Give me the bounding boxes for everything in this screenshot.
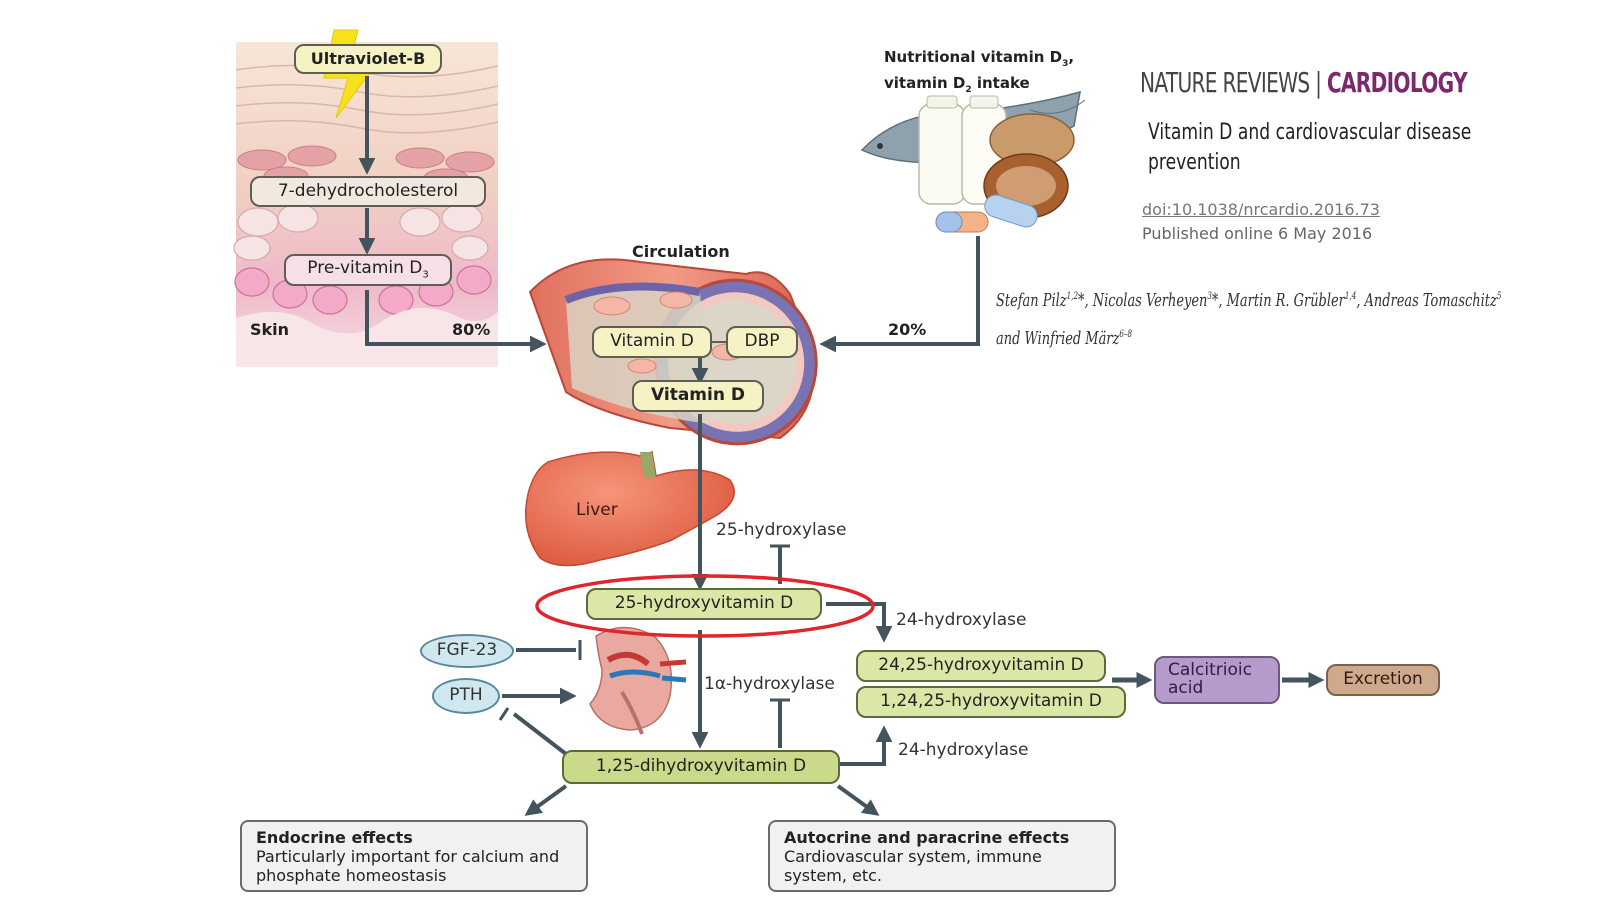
autocrine-text: Cardiovascular system, immune system, et…	[784, 847, 1042, 885]
published-date: Published online 6 May 2016	[1142, 224, 1373, 243]
pth-oval: PTH	[432, 678, 500, 714]
liver-illustration	[525, 451, 735, 567]
highlight-ellipse	[535, 574, 875, 638]
blood-vessel-illustration	[528, 258, 818, 446]
enzyme-24-hydroxylase-top: 24-hydroxylase	[896, 610, 1027, 630]
kidney-illustration	[589, 626, 687, 735]
author-list: Stefan Pilz1,2*, Nicolas Verheyen3*, Mar…	[996, 290, 1502, 349]
dbp-label: DBP	[744, 331, 780, 352]
liver-label: Liver	[576, 500, 618, 520]
journal-name: NATURE REVIEWS	[1140, 66, 1310, 99]
article-title: Vitamin D and cardiovascular disease pre…	[1148, 120, 1472, 175]
calcitroic-acid-box: Calcitrioic acid	[1154, 656, 1280, 704]
journal-section: CARDIOLOGY	[1326, 66, 1468, 99]
vitamin-d-free-label: Vitamin D	[651, 385, 745, 406]
previtamin-box: Pre-vitamin D3	[284, 254, 452, 286]
uvb-label: Ultraviolet-B	[310, 48, 426, 68]
hydroxyvitamin-2425-box: 24,25-hydroxyvitamin D	[856, 650, 1106, 682]
excretion-label: Excretion	[1343, 669, 1423, 690]
dehydrocholesterol-box: 7-dehydrocholesterol	[250, 176, 486, 207]
dihydroxyvitamin-box: 1,25-dihydroxyvitamin D	[562, 750, 840, 784]
calcitroic-acid-label: Calcitrioic acid	[1168, 660, 1252, 698]
autocrine-title: Autocrine and paracrine effects	[784, 828, 1070, 847]
fgf23-label: FGF-23	[436, 640, 498, 661]
article-doi[interactable]: doi:10.1038/nrcardio.2016.73	[1142, 200, 1380, 219]
skin-label: Skin	[250, 320, 290, 339]
vitamin-d-free-box: Vitamin D	[632, 380, 764, 412]
hydroxyvitamin-2425-label: 24,25-hydroxyvitamin D	[878, 655, 1084, 676]
endocrine-text: Particularly important for calcium and p…	[256, 847, 560, 885]
hydroxyvitamin-12425-box: 1,24,25-hydroxyvitamin D	[856, 686, 1126, 718]
circulation-title: Circulation	[632, 242, 730, 261]
journal-header: NATURE REVIEWS | CARDIOLOGY	[1140, 66, 1468, 99]
intake-percent: 20%	[888, 320, 927, 339]
enzyme-25-hydroxylase: 25-hydroxylase	[716, 520, 847, 540]
fgf23-oval: FGF-23	[420, 634, 514, 668]
previtamin-label: Pre-vitamin D3	[307, 257, 429, 280]
uvb-box: Ultraviolet-B	[294, 44, 442, 74]
binding-connector	[712, 341, 726, 343]
pth-label: PTH	[449, 685, 483, 706]
enzyme-1a-hydroxylase: 1α-hydroxylase	[704, 674, 835, 694]
vitamin-d-bound-label: Vitamin D	[610, 331, 694, 352]
hydroxyvitamin-25-label: 25-hydroxyvitamin D	[614, 593, 794, 614]
skin-percent: 80%	[452, 320, 491, 339]
intake-title: Nutritional vitamin D3, vitamin D2 intak…	[884, 48, 1075, 95]
hydroxyvitamin-12425-label: 1,24,25-hydroxyvitamin D	[880, 691, 1102, 712]
dihydroxyvitamin-label: 1,25-dihydroxyvitamin D	[595, 756, 807, 777]
dehydrocholesterol-label: 7-dehydrocholesterol	[277, 180, 459, 201]
food-illustration	[860, 90, 1086, 233]
pathway-arrows	[358, 76, 980, 816]
autocrine-effects-box: Autocrine and paracrine effects Cardiova…	[768, 820, 1116, 892]
endocrine-effects-box: Endocrine effects Particularly important…	[240, 820, 588, 892]
dbp-box: DBP	[726, 326, 798, 358]
hydroxyvitamin-25-box: 25-hydroxyvitamin D	[586, 588, 822, 620]
excretion-box: Excretion	[1326, 664, 1440, 696]
enzyme-24-hydroxylase-bottom: 24-hydroxylase	[898, 740, 1029, 760]
vitamin-d-bound-box: Vitamin D	[592, 326, 712, 358]
endocrine-title: Endocrine effects	[256, 828, 413, 847]
